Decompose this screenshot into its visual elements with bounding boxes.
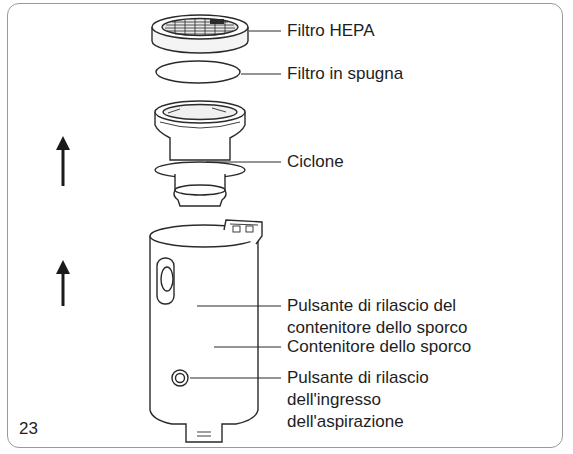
figure-frame (7, 3, 563, 448)
part-name: Filtro HEPA (287, 20, 547, 42)
figure-number: 23 (19, 418, 79, 440)
part-name: Ciclone (287, 151, 547, 173)
leader-lines (190, 31, 281, 378)
sponge-filter-drawing (156, 61, 240, 83)
hepa-filter-drawing (152, 15, 248, 53)
direction-arrows (56, 136, 70, 306)
part-name: Contenitore dello sporco (287, 336, 547, 358)
part-name: Pulsante di rilascio del contenitore del… (287, 295, 502, 339)
cyclone-drawing (155, 101, 245, 206)
part-name: Filtro in spugna (287, 63, 547, 85)
dust-container-drawing (150, 220, 262, 442)
part-name: Pulsante di rilascio dell'ingresso dell'… (287, 367, 467, 433)
